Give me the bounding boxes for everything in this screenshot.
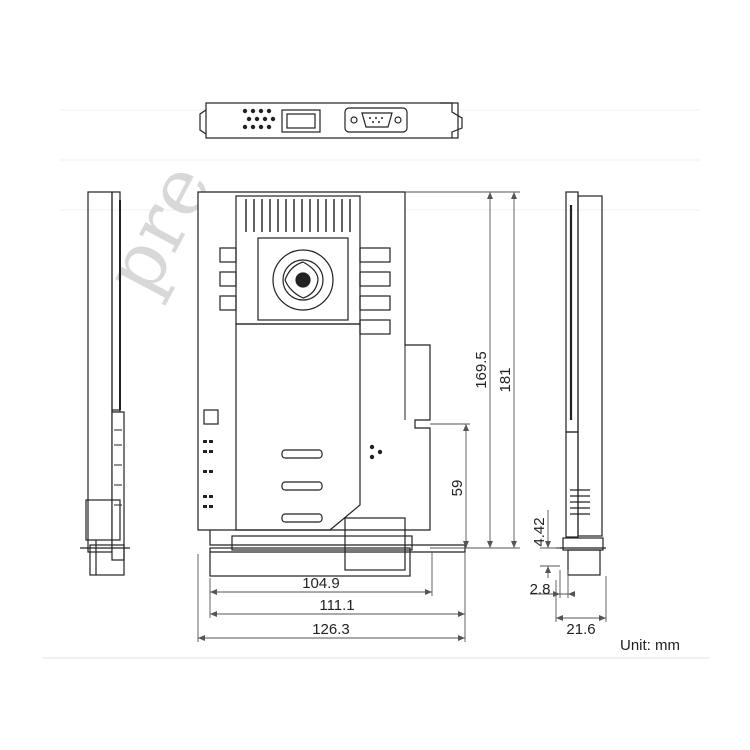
dim-label-59: 59 — [449, 480, 466, 497]
serial-connector — [344, 107, 408, 133]
top-view — [199, 102, 463, 139]
bracket-edge — [209, 547, 411, 577]
fan — [272, 249, 334, 311]
left-side-view — [80, 191, 130, 576]
fan-housing — [257, 237, 349, 321]
dim-label-4-42: 4.42 — [531, 517, 548, 546]
dim-label-21-6: 21.6 — [566, 621, 595, 638]
dim-label-126-3: 126.3 — [312, 621, 350, 638]
heatsink-fins — [245, 199, 351, 232]
right-side-view — [556, 191, 606, 576]
unit-label: Unit: mm — [620, 637, 680, 654]
dim-label-181: 181 — [497, 367, 514, 392]
dim-label-2-8: 2.8 — [530, 581, 551, 598]
power-connector — [344, 517, 406, 571]
vent-holes — [242, 108, 276, 130]
front-view — [197, 191, 466, 577]
arrowheads — [198, 192, 606, 641]
dim-label-111-1: 111.1 — [319, 597, 354, 614]
dim-label-169-5: 169.5 — [473, 351, 490, 389]
displayport-connector — [281, 109, 321, 133]
pin-header — [203, 440, 383, 508]
dim-label-104-9: 104.9 — [302, 575, 340, 592]
